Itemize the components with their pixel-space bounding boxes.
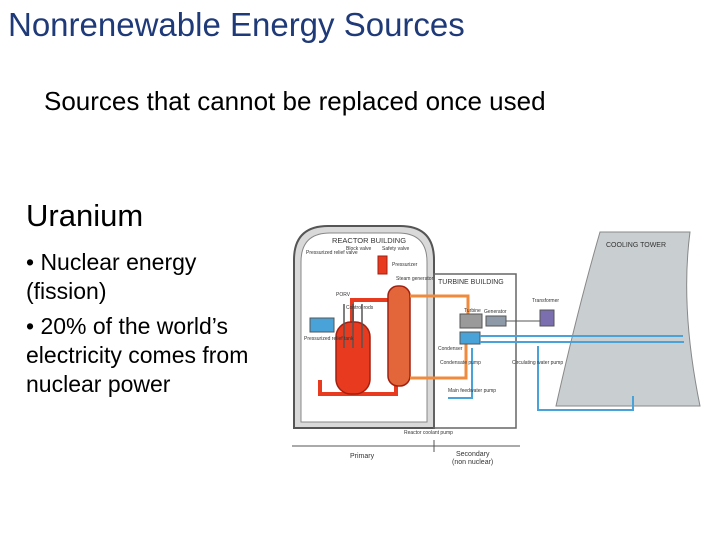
pressurized-relief-tank	[309, 317, 335, 333]
main-feedwater-pump-label: Main feedwater pump	[448, 388, 496, 394]
secondary-label: Secondary	[456, 451, 490, 458]
turbine	[459, 313, 483, 329]
turbine-label: Turbine	[464, 308, 481, 314]
turbine-building	[433, 273, 517, 429]
reactor-coolant-pump-label: Reactor coolant pump	[404, 430, 453, 436]
primary-label: Primary	[350, 453, 375, 460]
bullet-list: • Nuclear energy (fission) • 20% of the …	[26, 248, 276, 405]
section-heading: Uranium	[26, 198, 144, 233]
bullet-item: • Nuclear energy (fission)	[26, 249, 197, 304]
slide-title: Nonrenewable Energy Sources	[8, 6, 465, 43]
control-rods-label: Control rods	[346, 305, 374, 311]
condensate-pump-label: Condensate pump	[440, 360, 481, 366]
pressurized-relief-tank-label: Pressurized relief tank	[304, 336, 354, 342]
steam-generator-label: Steam generator	[396, 276, 434, 282]
pressurizer-label: Pressurizer	[392, 262, 418, 268]
pressurized-relief-valve-label: Pressurized relief valve	[306, 250, 358, 256]
bullet-item: • 20% of the world’s electricity comes f…	[26, 313, 249, 397]
secondary-loop	[410, 294, 470, 318]
condenser-label: Condenser	[438, 346, 463, 352]
steam-generator	[387, 285, 411, 387]
transformer-label: Transformer	[532, 298, 559, 304]
generator	[485, 315, 507, 327]
cooling-tower	[555, 231, 701, 407]
turbine-building-label: TURBINE BUILDING	[438, 279, 504, 286]
reactor-building-label: REACTOR BUILDING	[332, 236, 406, 245]
non-nuclear-label: (non nuclear)	[452, 459, 493, 466]
condenser	[459, 331, 481, 345]
porv-label: PORV	[336, 292, 351, 298]
pressurizer	[377, 255, 388, 275]
slide-subtitle: Sources that cannot be replaced once use…	[44, 86, 546, 116]
block-valve-label: Block valve	[346, 246, 372, 252]
safety-valve-label: Safety valve	[382, 246, 409, 252]
cooling-tower-label: COOLING TOWER	[606, 242, 666, 249]
transformer	[539, 309, 555, 327]
circulating-water-pump-label: Circulating water pump	[512, 360, 563, 366]
generator-label: Generator	[484, 309, 507, 315]
nuclear-plant-diagram: REACTOR BUILDING TURBINE BUILDING COOLIN…	[292, 225, 701, 466]
